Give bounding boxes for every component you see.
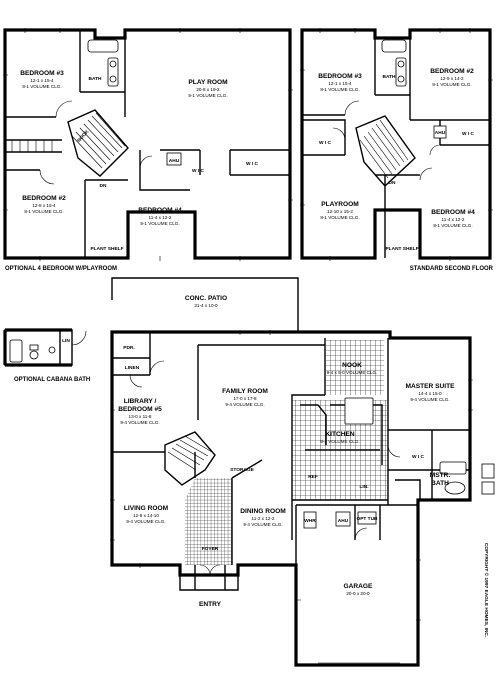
garage-size: 20-0 x 20-0 [346,591,370,596]
ur-wic-b-label: W I C [462,131,475,137]
whr-label: WHR [304,518,316,524]
ur-bedroom2-name: BEDROOM #2 [430,68,474,75]
patio-name: CONC. PATIO [185,295,227,302]
kitchen-name: KITCHEN [325,431,355,438]
ul-caption: OPTIONAL 4 BEDROOM W/PLAYROOM [5,266,117,272]
opt-tub-label: OPT TUB [356,516,378,522]
dining-room-name: DINING ROOM [240,508,286,515]
ul-wic2-label: W I C [246,161,259,167]
linen-label: LINEN [125,365,140,371]
ul-playroom-ceiling: 8-1 VOLUME CLG. [188,93,227,98]
ur-bath-label: BATH [383,74,397,80]
ul-bedroom4-size: 11-4 x 12-2 [149,215,172,220]
ur-playroom-size: 12-10 x 15-2 [327,209,353,214]
library-name: LIBRARY / [124,398,157,405]
ul-bedroom2-ceiling: 8-1 VOLUME CLG. [24,209,63,214]
wic-label: W I C [412,454,425,460]
dining-room-ceiling: 9-4 VOLUME CLG. [243,522,282,527]
mstr-bath-line1: MSTR. [430,472,451,479]
ul-bedroom4-ceiling: 8-1 VOLUME CLG. [140,221,179,226]
ur-caption: STANDARD SECOND FLOOR [410,266,494,272]
cabana-lin-label: LIN [62,338,70,344]
upper-right-plan [300,28,493,261]
ul-wic1-label: W I C [192,168,205,174]
ref-label: REF [308,474,318,480]
master-suite-size: 14-4 x 15-0 [418,391,442,396]
living-room-name: LIVING ROOM [124,505,169,512]
ur-bedroom3-name: BEDROOM #3 [318,73,362,80]
upper-left-plan [3,28,293,261]
patio-size: 31-4 x 10-0 [194,303,218,308]
library-name-2: BEDROOM #5 [118,406,162,413]
ur-bedroom3-size: 12-1 x 15-4 [328,81,352,86]
ur-plant-shelf-label: PLANT SHELF [385,246,418,252]
cabana-caption: OPTIONAL CABANA BATH [14,377,90,383]
ur-bedroom4-ceiling: 8-1 VOLUME CLG. [433,223,472,228]
entry-label: ENTRY [199,601,222,608]
family-room-ceiling: 9-4 VOLUME CLG. [225,402,264,407]
family-room-name: FAMILY ROOM [222,388,268,395]
ul-playroom-size: 20-8 x 19-2 [196,87,220,92]
ul-bedroom3-name: BEDROOM #3 [20,70,64,77]
ur-bedroom4-name: BEDROOM #4 [431,209,475,216]
ur-bedroom4-size: 11-4 x 12-2 [442,217,465,222]
garage-name: GARAGE [344,583,374,590]
dining-room-size: 11-2 x 12-2 [252,516,275,521]
nook-name: NOOK [342,362,362,369]
ul-bath-label: BATH [89,76,103,82]
library-ceiling: 9-4 VOLUME CLG. [120,420,159,425]
storage-label: STORAGE [230,467,254,473]
cabana-bath-plan [3,328,87,367]
ul-plant-shelf-label: PLANT SHELF [90,246,123,252]
ur-playroom-name: PLAYROOM [321,201,359,208]
ur-bedroom2-size: 12-9 x 14-2 [440,76,464,81]
stair-icon [5,109,129,177]
ul-nook-label: NOOK [76,129,90,144]
library-size: 13-0 x 11-8 [129,414,152,419]
ahu-label: AHU [338,518,349,524]
pdr-label: PDR. [123,345,134,351]
family-room-size: 17-0 x 17-8 [233,396,257,401]
nook-size: 9-4 x 9-0 VOLUME CLG. [327,370,378,375]
stair-icon [164,431,216,486]
master-suite-name: MASTER SUITE [405,383,455,390]
master-suite-ceiling: 9-4 VOLUME CLG. [410,397,449,402]
kitchen-ceiling: 9-4 VOLUME CLG. [320,439,359,444]
mstr-bath-line2: BATH [431,480,449,487]
ul-bedroom3-ceiling: 8-1 VOLUME CLG. [22,84,61,89]
ul-bedroom4-name: BEDROOM #4 [138,207,182,214]
first-floor-plan [110,277,495,667]
ul-ahu-label: AHU [169,158,180,164]
ur-wic-a-label: W I C [319,140,332,146]
ul-dn-label: DN [100,183,107,189]
foyer-label: FOYER [202,546,219,552]
copyright-text: COPYRIGHT © 1997 EAGLE HOMES, INC. [483,543,490,637]
ur-ahu-label: AHU [435,130,446,136]
ur-bedroom3-ceiling: 8-1 VOLUME CLG. [320,87,359,92]
living-room-size: 12-6 x 14-10 [133,513,159,518]
living-room-ceiling: 9-4 VOLUME CLG. [126,519,165,524]
ur-dn-label: DN [389,180,396,186]
ur-playroom-ceiling: 8-1 VOLUME CLG. [320,215,359,220]
ul-bedroom2-name: BEDROOM #2 [22,195,66,202]
ul-bedroom3-size: 12-1 x 15-4 [30,78,54,83]
ur-bedroom2-ceiling: 8-1 VOLUME CLG. [432,82,471,87]
ul-bedroom2-size: 12-8 x 15-4 [32,203,56,208]
stair-icon [355,115,416,188]
lin-label: LIN. [359,484,368,490]
ul-playroom-name: PLAY ROOM [188,79,228,86]
